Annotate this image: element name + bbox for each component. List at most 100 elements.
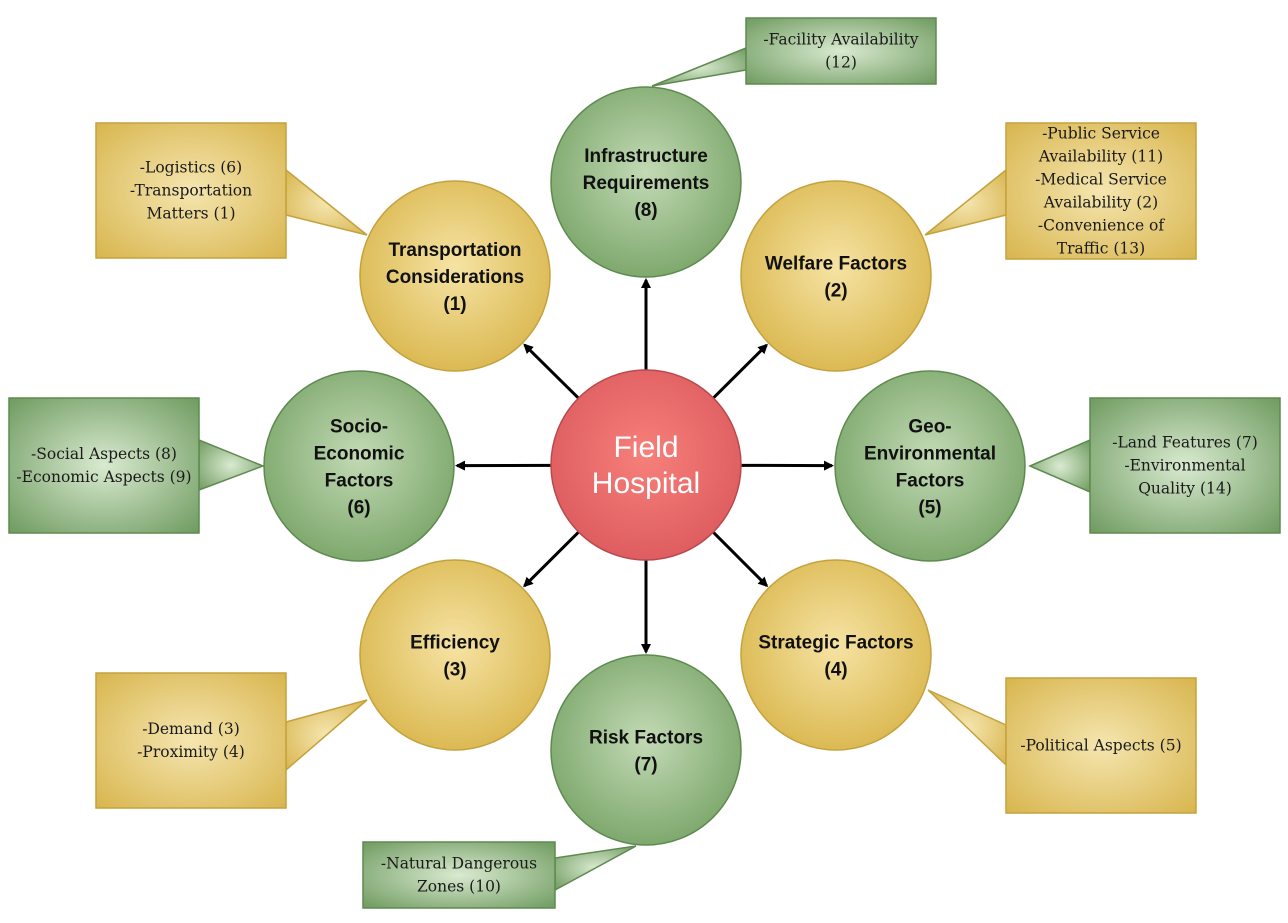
- center-circle: [550, 369, 742, 561]
- arrow-to-transportation: [523, 343, 583, 403]
- callout-text-strategic: -Political Aspects (5): [1020, 737, 1181, 755]
- callout-line: Zones (10): [417, 878, 501, 896]
- callout-line: Matters (1): [147, 205, 236, 223]
- factor-label-line: Requirements: [583, 173, 710, 194]
- factor-circle-socio-economic: [263, 370, 455, 562]
- factor-label-line: Considerations: [386, 267, 524, 288]
- factor-circle-risk: [550, 654, 742, 846]
- callout-box-transportation: [95, 122, 287, 259]
- callout-line: -Demand (3): [142, 720, 240, 738]
- factor-label-line: Factors: [896, 471, 965, 492]
- factor-label-line: Environmental: [864, 444, 996, 465]
- callout-line: -Political Aspects (5): [1020, 737, 1181, 755]
- callout-socio-economic: -Social Aspects (8)-Economic Aspects (9): [8, 397, 266, 534]
- callout-tail-transportation: [285, 168, 368, 236]
- callout-box-risk: [362, 841, 556, 909]
- factor-label-line: Geo-: [908, 417, 951, 438]
- factor-label-line: (7): [634, 755, 657, 776]
- factor-label-line: Welfare Factors: [765, 254, 907, 275]
- factor-label-line: Factors: [325, 471, 394, 492]
- callout-line: Availability (11): [1038, 148, 1163, 166]
- callout-line: Traffic (13): [1057, 240, 1145, 258]
- factor-efficiency: Efficiency (3): [359, 559, 551, 751]
- factor-circle-strategic: [740, 559, 932, 751]
- callout-box-socio-economic: [8, 397, 200, 534]
- factor-label-risk: Risk Factors (7): [589, 728, 703, 776]
- factor-label-line: (1): [443, 294, 466, 315]
- callout-line: Availability (2): [1043, 194, 1158, 212]
- callout-efficiency: -Demand (3) -Proximity (4): [95, 672, 368, 809]
- factor-label-line: (5): [918, 498, 941, 519]
- callout-tail-welfare: [924, 168, 1007, 236]
- factor-circle-welfare: [740, 180, 932, 372]
- callout-line: -Land Features (7): [1112, 434, 1258, 452]
- factor-risk: Risk Factors (7): [550, 654, 742, 846]
- callout-line: -Facility Availability: [763, 31, 918, 49]
- factor-label-line: (3): [443, 660, 466, 681]
- factor-circle-efficiency: [359, 559, 551, 751]
- callout-line: -Convenience of: [1038, 217, 1166, 235]
- callout-text-infrastructure: -Facility Availability (12): [763, 31, 918, 72]
- factor-circle-geo-environmental: [834, 370, 1026, 562]
- factor-label-line: Transportation: [388, 240, 521, 261]
- factor-circle-transportation: [359, 180, 551, 372]
- callout-line: (12): [825, 54, 857, 72]
- callout-line: -Public Service: [1042, 125, 1160, 143]
- factor-label-line: (2): [824, 281, 847, 302]
- factor-label-line: Risk Factors: [589, 728, 703, 749]
- callout-tail-risk: [554, 845, 637, 892]
- callout-box-infrastructure: [745, 17, 937, 85]
- factor-label-line: Infrastructure: [584, 146, 708, 167]
- callout-text-socio-economic: -Social Aspects (8)-Economic Aspects (9): [16, 445, 191, 486]
- factor-welfare: Welfare Factors (2): [740, 180, 932, 372]
- callout-tail-infrastructure: [651, 46, 747, 87]
- callout-line: -Medical Service: [1035, 171, 1167, 189]
- factor-label-strategic: Strategic Factors(4): [758, 633, 913, 681]
- factor-label-line: (6): [347, 498, 370, 519]
- callout-line: Quality (14): [1138, 480, 1232, 498]
- center-label-line: Field: [613, 431, 678, 464]
- callout-box-efficiency: [95, 672, 287, 809]
- callout-infrastructure: -Facility Availability (12): [651, 17, 937, 87]
- callout-line: -Natural Dangerous: [381, 855, 537, 873]
- callout-box-welfare: [1005, 122, 1197, 260]
- arrow-to-strategic: [709, 528, 769, 588]
- factor-circle-infrastructure: [550, 86, 742, 278]
- factor-label-line: (8): [634, 200, 657, 221]
- callout-strategic: -Political Aspects (5): [927, 677, 1197, 814]
- callout-tail-strategic: [927, 689, 1007, 767]
- callout-box-geo-environmental: [1089, 397, 1281, 534]
- callout-line: -Economic Aspects (9): [16, 468, 191, 486]
- factor-label-line: (4): [824, 660, 847, 681]
- callout-tail-efficiency: [285, 699, 368, 772]
- factor-label-welfare: Welfare Factors (2): [765, 254, 907, 302]
- callout-text-efficiency: -Demand (3) -Proximity (4): [137, 720, 245, 761]
- callout-line: -Proximity (4): [137, 743, 245, 761]
- callout-line: -Logistics (6): [140, 159, 242, 177]
- factor-label-line: Economic: [314, 444, 405, 465]
- factor-label-line: Efficiency: [410, 633, 500, 654]
- callout-tail-socio-economic: [198, 438, 266, 492]
- factor-strategic: Strategic Factors(4): [740, 559, 932, 751]
- callout-layer: -Facility Availability (12) -Public Servic…: [8, 17, 1281, 909]
- factor-label-line: Socio-: [330, 417, 388, 438]
